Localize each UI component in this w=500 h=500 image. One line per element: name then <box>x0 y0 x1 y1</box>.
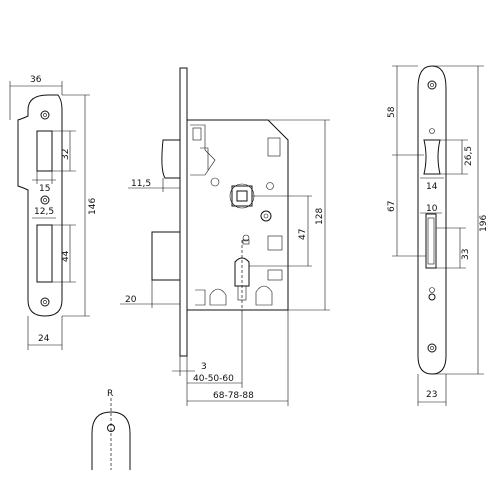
dim-top-slot-height: 32 <box>61 149 71 160</box>
dim-front-width: 36 <box>30 75 42 85</box>
dim-strike-bolt-hole-width: 10 <box>426 204 438 214</box>
dim-strike-bolt-hole-height: 33 <box>461 249 471 260</box>
dim-strike-upper: 58 <box>387 106 397 118</box>
radius-detail-view: R <box>91 389 131 470</box>
dim-strike-latch-hole-width: 14 <box>426 182 438 192</box>
dim-strike-middle: 67 <box>387 201 397 212</box>
dim-latch-projection: 11,5 <box>131 179 151 189</box>
dim-strike-latch-hole-height: 26,5 <box>464 146 474 166</box>
dim-radius-label: R <box>107 389 113 399</box>
dim-body-height: 128 <box>315 208 325 225</box>
dim-lower-slot-height: 44 <box>61 250 71 262</box>
dim-middle-hole-offset: 12,5 <box>34 207 54 217</box>
dim-strike-total: 196 <box>479 215 489 232</box>
lock-body-side-view: 11,5 20 128 47 3 40-50-60 68-78-88 <box>120 67 330 406</box>
dim-body-depth: 68-78-88 <box>213 391 254 401</box>
faceplate-front-view: 36 32 15 12,5 44 146 24 <box>9 75 98 350</box>
dim-faceplate-height: 146 <box>88 198 98 215</box>
dim-strike-width: 23 <box>426 390 437 400</box>
dim-backset: 40-50-60 <box>193 374 234 384</box>
dim-faceplate-width: 24 <box>38 334 50 344</box>
strike-plate-view: 58 67 196 26,5 14 10 33 23 <box>387 65 489 406</box>
dim-follower-to-cylinder: 47 <box>298 229 308 240</box>
dim-faceplate-thickness: 3 <box>201 362 207 372</box>
dim-bolt-projection: 20 <box>125 295 137 305</box>
dim-top-slot-width: 15 <box>39 184 50 194</box>
